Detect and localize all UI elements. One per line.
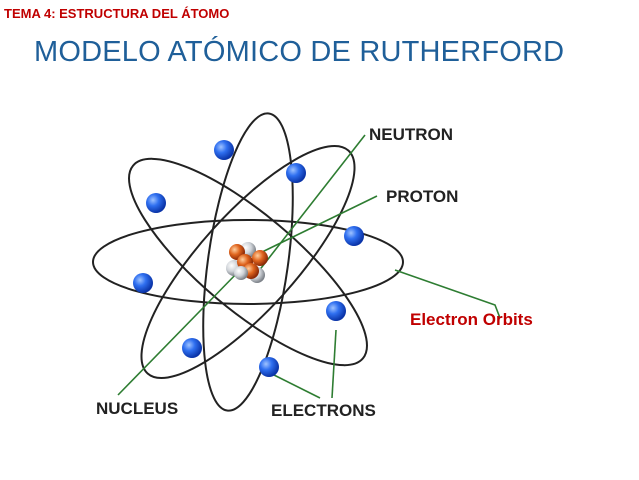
label-neutron: NEUTRON bbox=[369, 125, 453, 144]
leader-lines bbox=[117, 134, 501, 399]
electron bbox=[146, 193, 166, 213]
orbit-horizontal bbox=[92, 219, 404, 305]
label-electrons: ELECTRONS bbox=[271, 401, 376, 420]
orbit-diagonal-right bbox=[128, 157, 368, 367]
electron bbox=[259, 357, 279, 377]
label-nucleus: NUCLEUS bbox=[96, 399, 178, 418]
electron bbox=[133, 273, 153, 293]
proton-particle bbox=[252, 250, 268, 266]
electrons bbox=[133, 140, 364, 377]
leader-electrons-a bbox=[331, 329, 337, 399]
electron bbox=[214, 140, 234, 160]
neutron-particle bbox=[234, 266, 248, 280]
orbit-vertical bbox=[202, 112, 294, 412]
leader-neutron bbox=[257, 134, 366, 273]
orbit-diagonal-left bbox=[140, 144, 356, 380]
electron bbox=[182, 338, 202, 358]
topic-header: TEMA 4: ESTRUCTURA DEL ÁTOMO bbox=[4, 6, 230, 21]
electron bbox=[286, 163, 306, 183]
leader-proton bbox=[257, 195, 378, 255]
leader-nucleus bbox=[117, 269, 241, 396]
nucleus bbox=[226, 242, 268, 283]
slide-title: MODELO ATÓMICO DE RUTHERFORD bbox=[34, 36, 565, 68]
electron bbox=[326, 301, 346, 321]
electron bbox=[344, 226, 364, 246]
label-proton: PROTON bbox=[386, 187, 458, 206]
electron-orbits bbox=[92, 112, 404, 412]
leader-electrons-b bbox=[273, 374, 321, 399]
label-electron-orbits: Electron Orbits bbox=[410, 310, 533, 329]
leader-electron-orbits bbox=[394, 269, 501, 319]
